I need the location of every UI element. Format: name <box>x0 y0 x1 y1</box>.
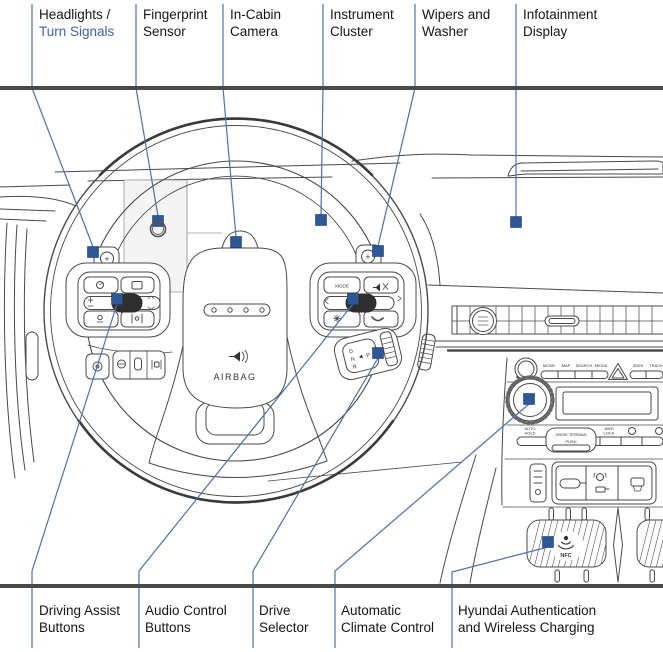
climate-knob <box>505 375 555 425</box>
callout-infotainment-display: Infotainment Display <box>523 7 598 39</box>
drive-terrain-label: DRIVE TERRAIN <box>556 432 587 437</box>
gear-d-label: D <box>348 349 353 356</box>
parking-brake-switch <box>559 478 581 489</box>
display-icon <box>131 281 143 290</box>
callout-wipers-washer: Wipers and Washer <box>422 7 491 39</box>
gear-n-label: N <box>350 356 355 363</box>
callout-fingerprint-sensor: Fingerprint Sensor <box>143 7 208 39</box>
callout-instrument-cluster: Instrument Cluster <box>330 7 394 39</box>
dashboard-top-edge <box>351 153 663 179</box>
turn-signals-link[interactable]: Turn Signals <box>39 24 115 39</box>
marker-nfc <box>542 536 554 548</box>
mode-button-label: MODE <box>335 284 349 289</box>
camera-view-icon <box>92 361 103 372</box>
vent-slider <box>544 315 580 327</box>
svg-text:HOLD: HOLD <box>524 431 535 436</box>
callout-headlights-turn-signals: Headlights / Turn Signals <box>39 7 115 39</box>
driver-door-lines <box>0 184 77 479</box>
dashboard-vent-grille <box>419 213 663 352</box>
lane-assist-icon <box>131 313 143 324</box>
awd-lock-label: AWD <box>604 426 613 431</box>
passenger-pad <box>636 519 663 568</box>
gear-p-label: P <box>366 353 371 360</box>
marker-drive-selector <box>372 347 384 359</box>
callout-drive-selector: Drive Selector <box>259 603 309 635</box>
auto-hold-label: AUTO <box>524 426 535 431</box>
callout-hyundai-authentication: Hyundai Authentication and Wireless Char… <box>458 603 597 635</box>
media-map-label: MAP <box>562 363 571 368</box>
column-thumbwheel <box>417 333 436 371</box>
marker-instrument-cluster <box>315 214 327 226</box>
callout-in-cabin-camera: In-Cabin Camera <box>230 7 282 39</box>
callout-audio-control-buttons: Audio Control Buttons <box>145 603 227 635</box>
hazard-button <box>608 363 628 380</box>
nfc-label: NFC <box>560 553 571 559</box>
drive-selector-stalk <box>333 327 403 381</box>
lower-left-button-row <box>85 344 173 380</box>
fingerprint-sensor-ring <box>149 220 167 238</box>
marker-wipers <box>372 245 384 257</box>
top-rule <box>0 86 663 90</box>
voice-command-icon <box>333 314 341 323</box>
lane-keeping-icon <box>151 359 162 370</box>
airbag-label: AIRBAG <box>213 372 256 382</box>
lower-dash-lines <box>267 357 663 584</box>
callout-driving-assist-buttons: Driving Assist Buttons <box>39 603 121 635</box>
cruise-icon <box>96 281 104 289</box>
media-search-label: SEARCH <box>576 363 593 368</box>
phone-icon <box>371 316 384 322</box>
marker-climate-control <box>523 393 535 405</box>
callout-markers <box>87 214 554 548</box>
callout-automatic-climate-control: Automatic Climate Control <box>341 603 435 635</box>
steering-wheel <box>43 117 429 504</box>
qi-charging-icon <box>557 535 575 550</box>
horn-icon <box>229 351 240 362</box>
marker-in-cabin-camera <box>230 236 242 248</box>
airbag-module <box>182 230 288 409</box>
marker-headlights <box>87 246 99 258</box>
marker-audio-control <box>347 293 359 305</box>
marker-infotainment-display <box>510 216 522 228</box>
console-divider <box>613 507 623 583</box>
media-mode-label: MODE <box>543 363 555 368</box>
audio-control-pad <box>309 262 417 338</box>
voice-icon <box>97 314 103 321</box>
drive-mode-row <box>516 427 663 453</box>
switch-panel-row <box>529 461 657 505</box>
engine-start-stop-button <box>469 307 497 335</box>
paddle-right-label: + <box>366 253 371 262</box>
wireless-charging-area <box>526 507 663 583</box>
parking-assist-icon <box>117 359 126 369</box>
mute-icon <box>373 283 380 292</box>
track-label: TRACK <box>649 363 663 368</box>
gear-r-label: R <box>352 364 357 371</box>
svg-text:PUSH: PUSH <box>565 439 576 444</box>
marker-driving-assist <box>111 293 123 305</box>
drive-terrain-button <box>545 427 597 453</box>
media-media-label: MEDIA <box>595 363 608 368</box>
svg-text:LOCK: LOCK <box>604 431 615 436</box>
parking-distance-icon <box>134 357 142 371</box>
bottom-rule <box>0 584 663 588</box>
paddle-left-label: + <box>105 255 110 264</box>
seek-label: SEEK <box>633 363 644 368</box>
climate-display <box>555 386 659 421</box>
